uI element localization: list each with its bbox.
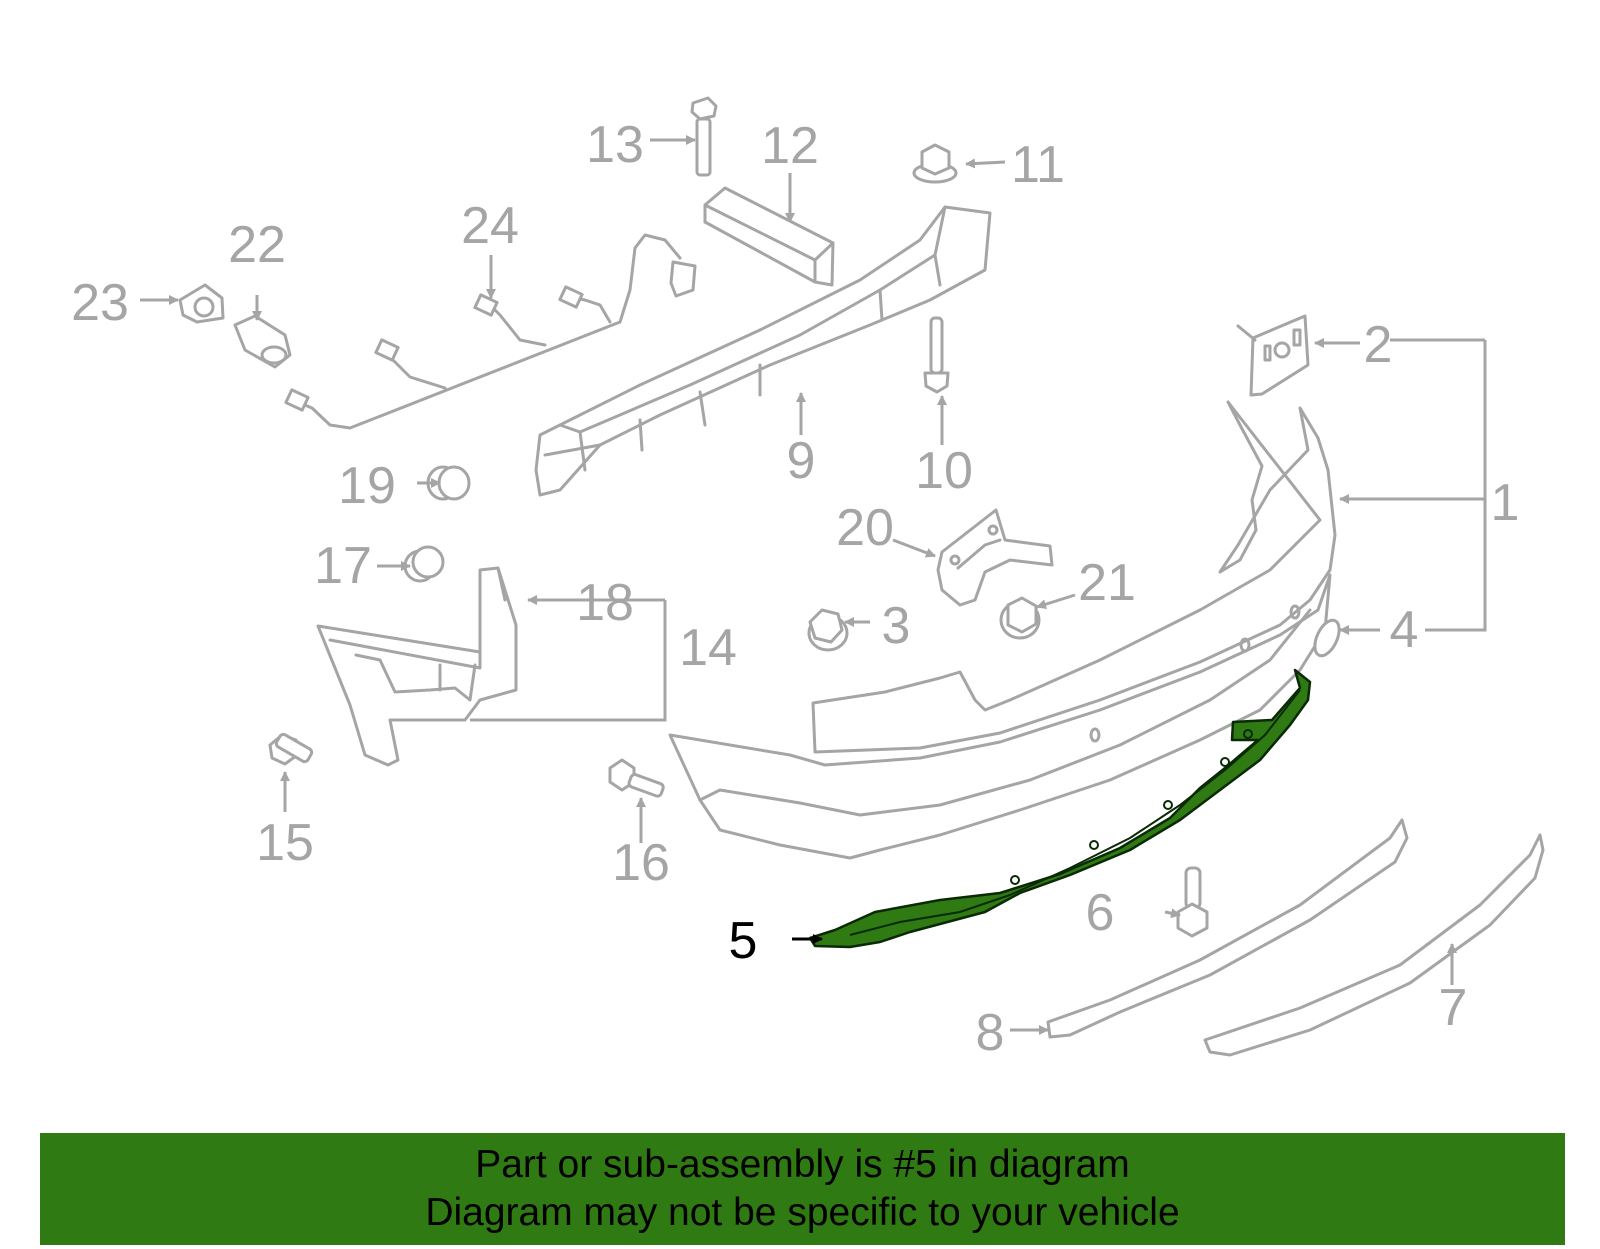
part-17-plug[interactable] [403,545,445,583]
callout-14: 14 [679,619,737,677]
part-11-nut[interactable] [912,143,958,184]
part-5-valance-highlighted[interactable] [808,668,1312,949]
part-9-reinforcement-beam[interactable] [534,205,992,497]
callouts: 1 2 3 4 5 6 7 8 9 10 11 12 13 14 15 16 1… [71,116,1519,1062]
callout-13: 13 [586,116,644,174]
callout-3: 3 [882,597,911,655]
callout-15: 15 [256,814,314,872]
callout-2: 2 [1364,316,1393,374]
banner-line-1: Part or sub-assembly is #5 in diagram [475,1143,1130,1186]
callout-7: 7 [1439,979,1468,1037]
callout-6: 6 [1086,884,1115,942]
part-21-nut[interactable] [999,596,1041,640]
callout-9: 9 [787,432,816,490]
callout-16: 16 [612,834,670,892]
part-3-nut[interactable] [807,608,849,652]
leader-lines [140,135,1487,1035]
callout-8: 8 [976,1004,1005,1062]
part-15-bolt[interactable] [268,732,314,766]
part-4-reflector[interactable] [1310,617,1344,660]
part-22-park-sensor[interactable] [233,314,292,369]
part-23-sensor-retainer[interactable] [178,283,225,324]
callout-19: 19 [338,457,396,515]
part-16-bolt[interactable] [608,758,665,798]
part-13-bolt[interactable] [690,96,718,177]
part-20-bracket[interactable] [936,508,1054,607]
callout-1: 1 [1491,474,1520,532]
part-8-molding[interactable] [1046,818,1409,1039]
part-12-absorber[interactable] [703,186,835,287]
callout-22: 22 [228,216,286,274]
callout-5: 5 [729,912,758,970]
callout-21: 21 [1078,554,1136,612]
part-10-stud[interactable] [923,316,950,394]
callout-10: 10 [915,442,973,500]
callout-17: 17 [314,537,372,595]
info-banner: Part or sub-assembly is #5 in diagram Di… [40,1133,1565,1245]
part-2-side-bracket[interactable] [1236,314,1310,397]
callout-4: 4 [1390,601,1419,659]
part-7-trim[interactable] [1203,833,1545,1057]
part-14-mounting-bracket[interactable] [316,566,518,767]
part-24-wiring-harness[interactable] [284,233,697,430]
callout-18: 18 [576,574,634,632]
part-6-bolt[interactable] [1176,866,1209,938]
part-1-bumper-cover[interactable] [668,400,1337,860]
callout-23: 23 [71,274,129,332]
banner-line-2: Diagram may not be specific to your vehi… [425,1191,1180,1234]
callout-12: 12 [761,117,819,175]
callout-24: 24 [461,197,519,255]
callout-11: 11 [1011,136,1065,194]
callout-20: 20 [836,499,894,557]
